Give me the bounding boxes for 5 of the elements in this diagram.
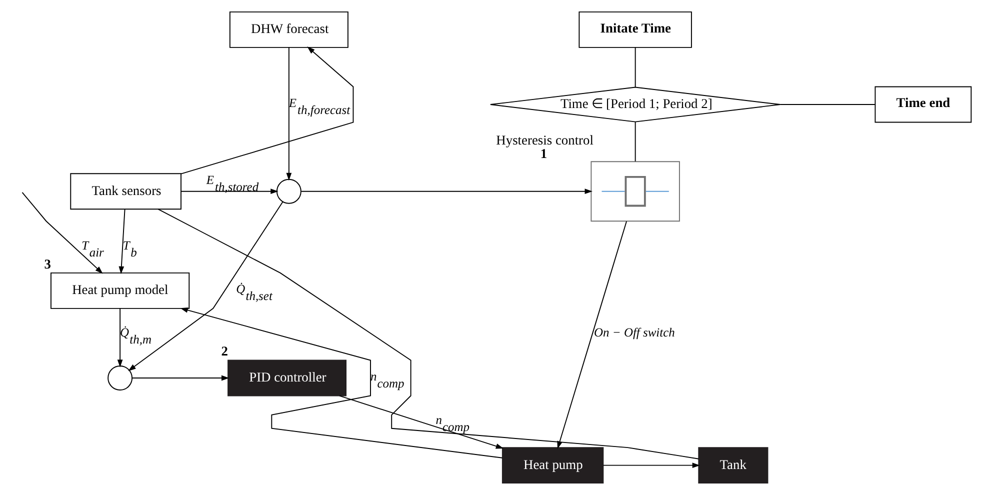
node-label: 2 (221, 344, 228, 359)
node-label: Hysteresis control (496, 132, 594, 148)
edge-label: On − Off switch (594, 326, 675, 340)
node-label: 3 (44, 256, 51, 272)
node-label: 1 (540, 146, 548, 161)
